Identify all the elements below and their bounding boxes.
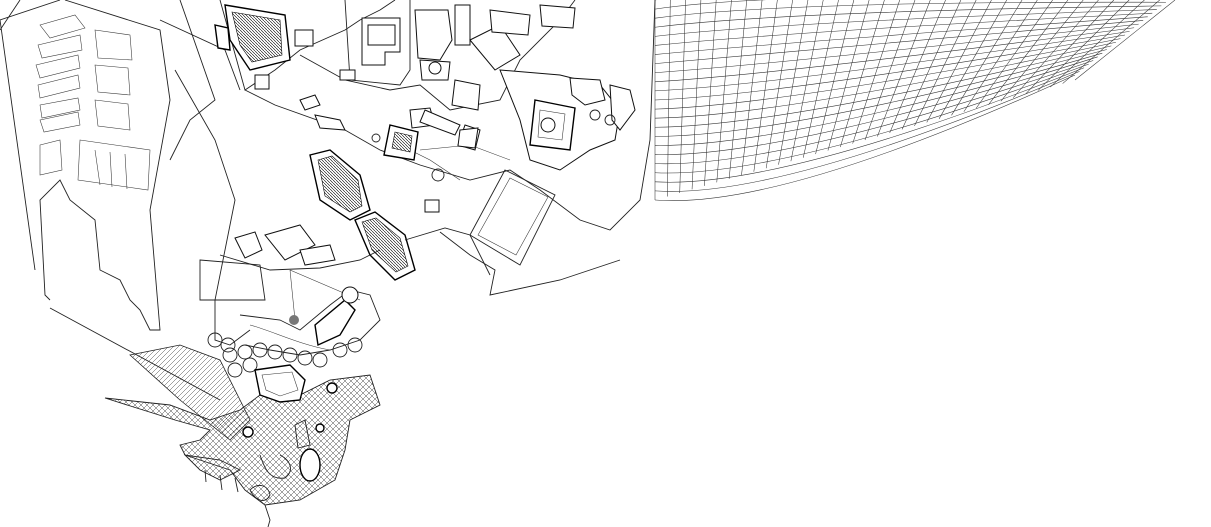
grid-rib — [741, 0, 763, 176]
grid-rib — [790, 0, 824, 162]
grid-rib — [1000, 0, 1084, 102]
tree-circle — [242, 357, 258, 373]
grid-rib — [877, 0, 931, 137]
grid-rib — [963, 0, 1038, 112]
grid-rib — [1074, 0, 1176, 81]
grid-rib — [840, 0, 885, 148]
grid-rib — [728, 0, 748, 179]
grid-rib — [1025, 0, 1115, 95]
grid-line — [654, 49, 1107, 137]
grid-line — [654, 12, 1153, 46]
tree-circle — [312, 352, 328, 368]
grid-line — [654, 42, 1116, 119]
grid-rib — [951, 0, 1023, 116]
grid-line — [654, 0, 767, 10]
grid-rib — [827, 0, 870, 151]
tree-circle — [222, 347, 238, 363]
grid-line — [654, 71, 1080, 192]
grid-rib — [889, 0, 946, 134]
grid-rib — [667, 0, 671, 197]
lower-hatched-landform — [104, 344, 381, 527]
grid-rib — [852, 0, 900, 144]
tree-canopy-circles — [207, 332, 363, 378]
tree-circle — [207, 332, 223, 348]
grid-rib — [1050, 0, 1145, 88]
grid-rib — [938, 0, 1007, 119]
grid-line — [654, 23, 1139, 74]
grid-rib — [815, 0, 855, 155]
grid-rib — [1062, 0, 1160, 84]
grid-rib — [778, 0, 809, 165]
tree-circle — [267, 344, 283, 360]
tree-circle — [252, 342, 268, 358]
central-building-complex — [309, 124, 621, 296]
tree-circle — [347, 337, 363, 353]
tree-circle — [297, 350, 313, 366]
grid-line — [654, 34, 1126, 101]
left-district-outline — [0, 0, 241, 401]
grid-rib — [753, 0, 778, 172]
grid-line — [654, 5, 1162, 28]
tree-circle — [332, 342, 348, 358]
grid-rib — [901, 0, 962, 130]
grid-line — [654, 56, 1098, 155]
grid-rib — [716, 0, 732, 183]
grid-line — [654, 27, 1135, 83]
curved-grid-structure — [654, 0, 1176, 201]
grid-line — [654, 16, 1148, 55]
grid-rib — [975, 0, 1053, 109]
grid-line — [654, 45, 1112, 128]
grid-rib — [679, 0, 686, 193]
grid-line — [654, 1, 1166, 19]
grid-line — [654, 63, 1089, 174]
grid-rib — [691, 0, 702, 190]
top-left-building-complex — [214, 4, 314, 90]
grid-rib — [802, 0, 839, 158]
tree-circle — [227, 362, 243, 378]
grid-rib — [765, 0, 793, 169]
grid-line — [654, 74, 1076, 201]
grid-rib — [1013, 0, 1099, 98]
grid-rib — [704, 0, 717, 186]
grid-line — [654, 60, 1094, 165]
tree-circle — [237, 344, 253, 360]
grid-rib — [988, 0, 1069, 105]
grid-line — [654, 38, 1121, 110]
grid-rib — [864, 0, 916, 141]
grid-line — [654, 52, 1103, 146]
tree-circle — [220, 337, 236, 353]
grid-rib — [1037, 0, 1130, 91]
tree-circle — [282, 347, 298, 363]
grid-line — [654, 31, 1130, 92]
left-block-grid — [35, 14, 151, 191]
grid-rib — [926, 0, 992, 123]
harbor-pier-area — [174, 69, 381, 356]
grid-rib — [914, 0, 977, 127]
